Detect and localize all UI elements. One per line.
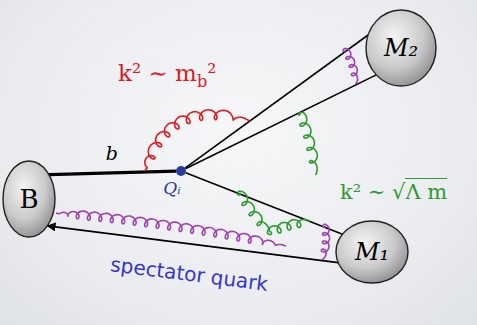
- meson-blob: B: [2, 160, 56, 238]
- node-label: M₂: [384, 34, 418, 62]
- meson-blob: M₂: [365, 9, 437, 87]
- gluon-line: [238, 191, 270, 232]
- node-label: B: [19, 184, 38, 214]
- vertex-dot: Qᵢ: [169, 165, 193, 198]
- gluon-line: [298, 112, 317, 175]
- node-label: M₁: [355, 238, 389, 266]
- momentum-label: k² ∼ √Λ m: [340, 180, 447, 204]
- gluon-line: [56, 211, 286, 246]
- quark-line: [186, 173, 343, 234]
- gluon-line: [321, 224, 329, 260]
- blob-shape: [336, 221, 408, 283]
- spectator-label: spectator quark: [109, 252, 269, 296]
- momentum-label: k² ∼ mb²: [118, 60, 216, 86]
- meson-blob: M₁: [335, 220, 409, 284]
- gluon-line: [343, 48, 357, 84]
- gluon-line: [267, 219, 310, 234]
- node-label: Qᵢ: [160, 178, 184, 198]
- quark-line: [185, 75, 376, 169]
- quark-line: [49, 171, 176, 174]
- blob-shape: [3, 161, 55, 237]
- blob-shape: [366, 10, 436, 86]
- quark-label: b: [106, 142, 118, 164]
- vertex-dot: [176, 166, 186, 176]
- gluon-line: [145, 110, 250, 171]
- quark-line: [185, 35, 368, 168]
- vertex-dot-svg: [169, 165, 193, 177]
